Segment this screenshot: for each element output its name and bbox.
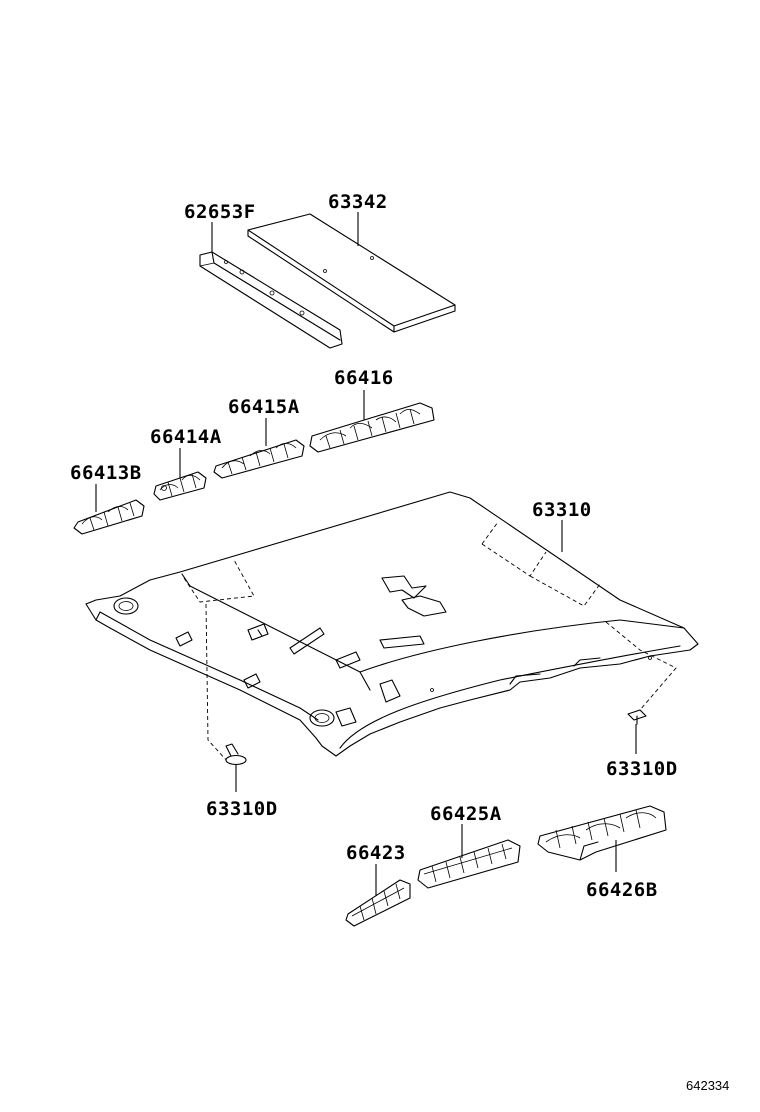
part-66416-strip[interactable] [309, 402, 435, 453]
label-63310D-left: 63310D [206, 798, 278, 820]
part-63342-pad[interactable] [247, 213, 456, 333]
label-63310: 63310 [532, 499, 592, 521]
label-66423: 66423 [346, 842, 406, 864]
part-63310-headlining[interactable] [85, 491, 699, 763]
part-63310D-clip-left[interactable] [225, 743, 247, 766]
part-66425A-strip[interactable] [417, 839, 521, 889]
part-66415A-strip[interactable] [213, 439, 305, 479]
label-63310D-right: 63310D [606, 758, 678, 780]
label-66414A: 66414A [150, 426, 222, 448]
part-63310D-clip-right[interactable] [627, 709, 647, 725]
label-66426B: 66426B [586, 879, 658, 901]
part-66414A-strip[interactable] [153, 471, 207, 501]
label-66415A: 66415A [228, 396, 300, 418]
part-66413B-strip[interactable] [73, 499, 145, 535]
part-66423-strip[interactable] [345, 879, 411, 927]
label-66413B: 66413B [70, 462, 142, 484]
figure-id: 642334 [686, 1078, 729, 1093]
label-66425A: 66425A [430, 803, 502, 825]
part-66426B-strip[interactable] [537, 805, 667, 861]
label-66416: 66416 [334, 367, 394, 389]
label-62653F: 62653F [184, 201, 256, 223]
label-63342: 63342 [328, 191, 388, 213]
